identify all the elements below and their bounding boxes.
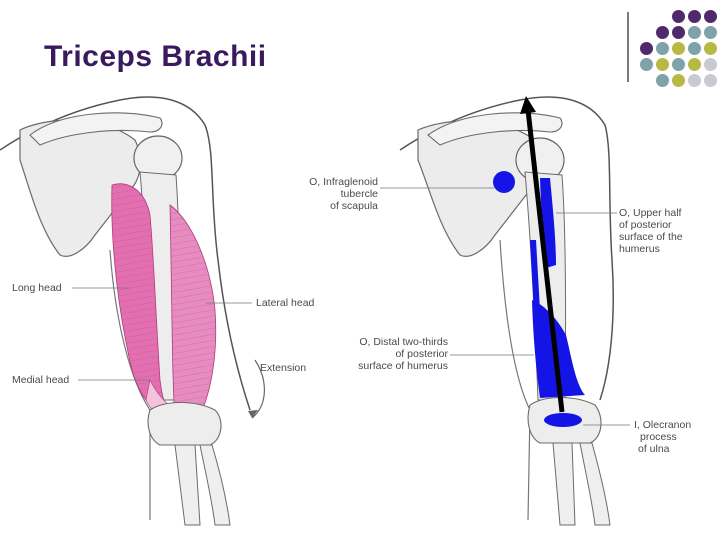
- decorative-dot: [640, 42, 653, 55]
- label-origin-infraglenoid: O, Infraglenoid tubercle of scapula: [268, 176, 378, 212]
- label-line: of scapula: [330, 200, 378, 212]
- olecranon-marker: [544, 413, 582, 427]
- decorative-dot: [672, 26, 685, 39]
- decorative-dot: [688, 74, 701, 87]
- decorative-dot: [688, 42, 701, 55]
- label-line: of posterior: [619, 219, 672, 231]
- label-long-head: Long head: [12, 282, 62, 294]
- distal-posterior-humerus-area: [532, 300, 585, 398]
- infraglenoid-tubercle-marker: [493, 171, 515, 193]
- decorative-dot: [704, 26, 717, 39]
- decorative-dot: [688, 26, 701, 39]
- lateral-spine-area: [530, 240, 540, 312]
- decorative-dot: [672, 58, 685, 71]
- label-origin-distal: O, Distal two-thirds of posterior surfac…: [318, 336, 448, 372]
- label-line: surface of humerus: [358, 360, 448, 372]
- decorative-dot: [672, 10, 685, 23]
- decorative-dot: [704, 10, 717, 23]
- left-ulna: [174, 444, 201, 526]
- decorative-dot: [656, 58, 669, 71]
- left-arm-figure: [0, 96, 265, 526]
- decorative-dot: [656, 74, 669, 87]
- decorative-dot: [672, 74, 685, 87]
- label-line: of posterior: [395, 348, 448, 360]
- line-of-pull-arrow: [525, 109, 565, 413]
- label-lateral-head: Lateral head: [256, 297, 315, 309]
- label-line: process: [640, 431, 677, 443]
- label-line: O, Distal two-thirds: [359, 336, 448, 348]
- label-line: tubercle: [340, 188, 378, 200]
- decorative-dot: [672, 42, 685, 55]
- left-arm-back-outline: [109, 249, 151, 520]
- left-acromion: [29, 112, 163, 146]
- slide-title: Triceps Brachii: [44, 40, 267, 73]
- label-extension: Extension: [260, 362, 307, 374]
- label-line: O, Upper half: [619, 207, 682, 219]
- label-line: surface of the: [619, 231, 683, 243]
- left-radius: [199, 444, 231, 526]
- label-line: of ulna: [638, 443, 670, 455]
- right-ulna: [552, 442, 576, 526]
- right-radius: [579, 442, 611, 526]
- right-torso-outline: [399, 96, 614, 401]
- decorative-dot: [656, 42, 669, 55]
- label-line: humerus: [619, 243, 660, 255]
- extension-arrow: [251, 359, 265, 419]
- decorative-dot: [704, 42, 717, 55]
- decorative-dot: [640, 58, 653, 71]
- decorative-dot: [688, 10, 701, 23]
- left-torso-outline: [0, 96, 251, 411]
- decorative-dot: [688, 58, 701, 71]
- title-divider: [627, 12, 629, 82]
- decorative-dot-grid: [640, 10, 718, 94]
- decorative-dot: [704, 58, 717, 71]
- label-insertion-olecranon: I, Olecranon process of ulna: [634, 419, 691, 455]
- right-arm-back-outline: [499, 239, 531, 521]
- label-origin-upper-half: O, Upper half of posterior surface of th…: [619, 207, 683, 255]
- right-arm-figure: [380, 96, 630, 526]
- label-line: I, Olecranon: [634, 419, 692, 431]
- left-elbow: [147, 402, 222, 446]
- decorative-dot: [656, 26, 669, 39]
- label-medial-head: Medial head: [12, 374, 70, 386]
- label-line: O, Infraglenoid: [309, 176, 378, 188]
- decorative-dot: [704, 74, 717, 87]
